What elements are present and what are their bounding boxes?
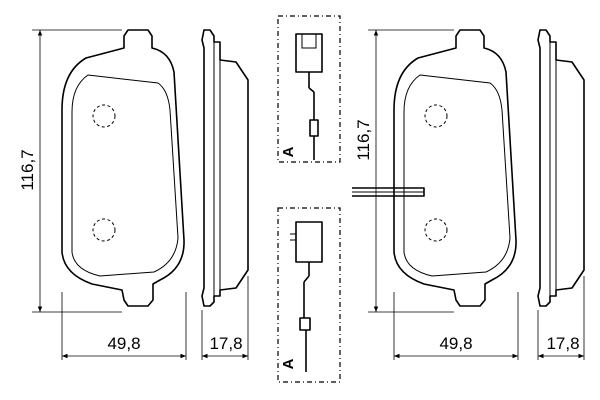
left-pad-front-view — [61, 29, 185, 307]
sensor-label-bottom: A — [280, 358, 297, 369]
right-width-dimension: 49,8 — [393, 292, 519, 360]
right-pad-front-view — [352, 29, 517, 307]
right-height-value: 116,7 — [354, 119, 373, 160]
right-width-value: 49,8 — [439, 334, 472, 353]
left-pad-side-view — [201, 29, 249, 307]
left-height-value: 116,7 — [18, 149, 37, 190]
right-height-dimension: 116,7 — [354, 29, 454, 313]
left-pad-upper-pin-hole — [92, 104, 116, 128]
left-width-value: 49,8 — [107, 334, 140, 353]
left-thickness-dimension: 17,8 — [201, 276, 249, 360]
sensor-label-top: A — [280, 146, 297, 157]
right-thickness-value: 17,8 — [546, 334, 579, 353]
wear-sensor-detail-top: A — [277, 15, 341, 163]
left-width-dimension: 49,8 — [61, 292, 187, 360]
right-pad-lower-pin-hole — [424, 218, 448, 242]
right-pad-side-view — [537, 29, 585, 307]
left-height-dimension: 116,7 — [18, 29, 122, 313]
left-thickness-value: 17,8 — [209, 334, 242, 353]
wear-sensor-detail-bottom: A — [277, 207, 341, 383]
right-pad-upper-pin-hole — [424, 104, 448, 128]
right-thickness-dimension: 17,8 — [537, 276, 585, 360]
left-pad-lower-pin-hole — [92, 218, 116, 242]
